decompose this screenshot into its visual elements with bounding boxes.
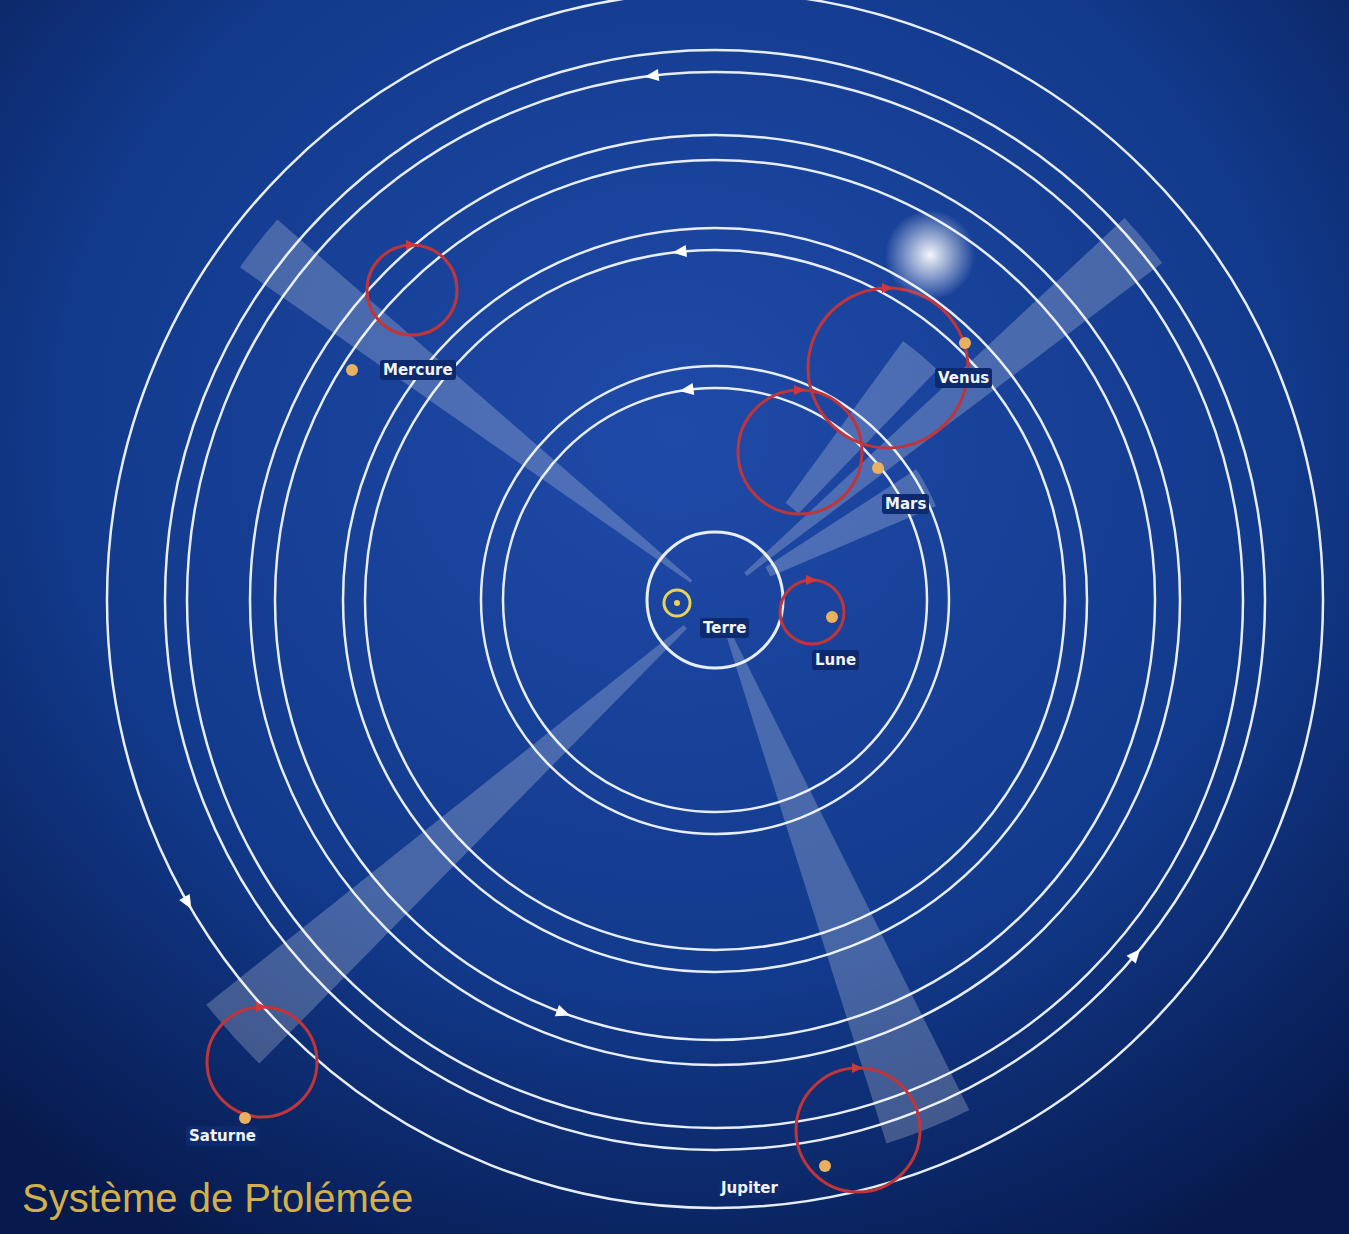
direction-arrow bbox=[1127, 945, 1145, 963]
direction-arrow bbox=[555, 1005, 572, 1021]
light-beams bbox=[206, 218, 1162, 1144]
light-beam bbox=[206, 625, 687, 1064]
diagram-title: Système de Ptolémée bbox=[22, 1176, 413, 1221]
epicycle bbox=[207, 1007, 317, 1117]
epicycle-arrow bbox=[806, 575, 817, 585]
epicycle bbox=[780, 580, 844, 644]
planet-label: Jupiter bbox=[718, 1178, 781, 1198]
epicycle-arrow bbox=[882, 283, 893, 293]
planet-dot bbox=[826, 611, 838, 623]
planet-label: Saturne bbox=[186, 1126, 259, 1146]
planet-label: Venus bbox=[935, 368, 992, 388]
deferent-circle bbox=[107, 0, 1323, 1208]
light-beam bbox=[240, 219, 692, 582]
planet-dot bbox=[872, 462, 884, 474]
epicycle-arrow bbox=[794, 385, 805, 395]
direction-arrow bbox=[679, 383, 695, 397]
direction-arrow bbox=[644, 69, 659, 83]
sun-glow bbox=[885, 210, 975, 300]
epicycles bbox=[207, 245, 968, 1192]
planet-label: Mars bbox=[882, 494, 929, 514]
planet-label: Terre bbox=[700, 618, 749, 638]
direction-arrows bbox=[179, 69, 1145, 1021]
planet-dot bbox=[819, 1160, 831, 1172]
epicycle-arrow bbox=[406, 240, 417, 250]
epicycle bbox=[738, 390, 862, 514]
epicycle-arrow bbox=[256, 1002, 267, 1012]
planet-label: Mercure bbox=[380, 360, 456, 380]
planet-dot bbox=[239, 1112, 251, 1124]
epicycle bbox=[796, 1068, 920, 1192]
epicycle bbox=[367, 245, 457, 335]
epicycle-arrow bbox=[852, 1063, 863, 1073]
direction-arrow bbox=[179, 894, 196, 912]
deferent-circles bbox=[107, 0, 1323, 1208]
planet-label: Lune bbox=[812, 650, 859, 670]
sun-symbol bbox=[664, 590, 690, 616]
deferent-circle bbox=[187, 72, 1243, 1128]
direction-arrow bbox=[672, 245, 687, 258]
light-beam bbox=[724, 627, 969, 1144]
planet-dot bbox=[346, 364, 358, 376]
planet-dot bbox=[959, 337, 971, 349]
deferent-circle bbox=[165, 50, 1265, 1150]
